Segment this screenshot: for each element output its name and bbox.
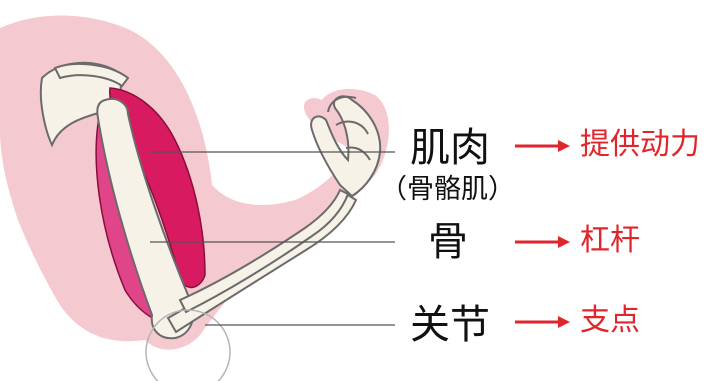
muscle-function-label: 提供动力 <box>580 130 700 160</box>
joint-function-label: 支点 <box>580 306 640 336</box>
joint-label: 关节 <box>410 305 490 345</box>
joint-arrow <box>515 316 570 328</box>
muscle-sublabel: （骨骼肌） <box>380 176 515 203</box>
bone-arrow <box>515 236 570 248</box>
bone-function-label: 杠杆 <box>580 226 640 256</box>
muscle-label: 肌肉 <box>410 128 490 168</box>
bone-label: 骨 <box>428 222 468 262</box>
muscle-arrow <box>515 140 570 152</box>
